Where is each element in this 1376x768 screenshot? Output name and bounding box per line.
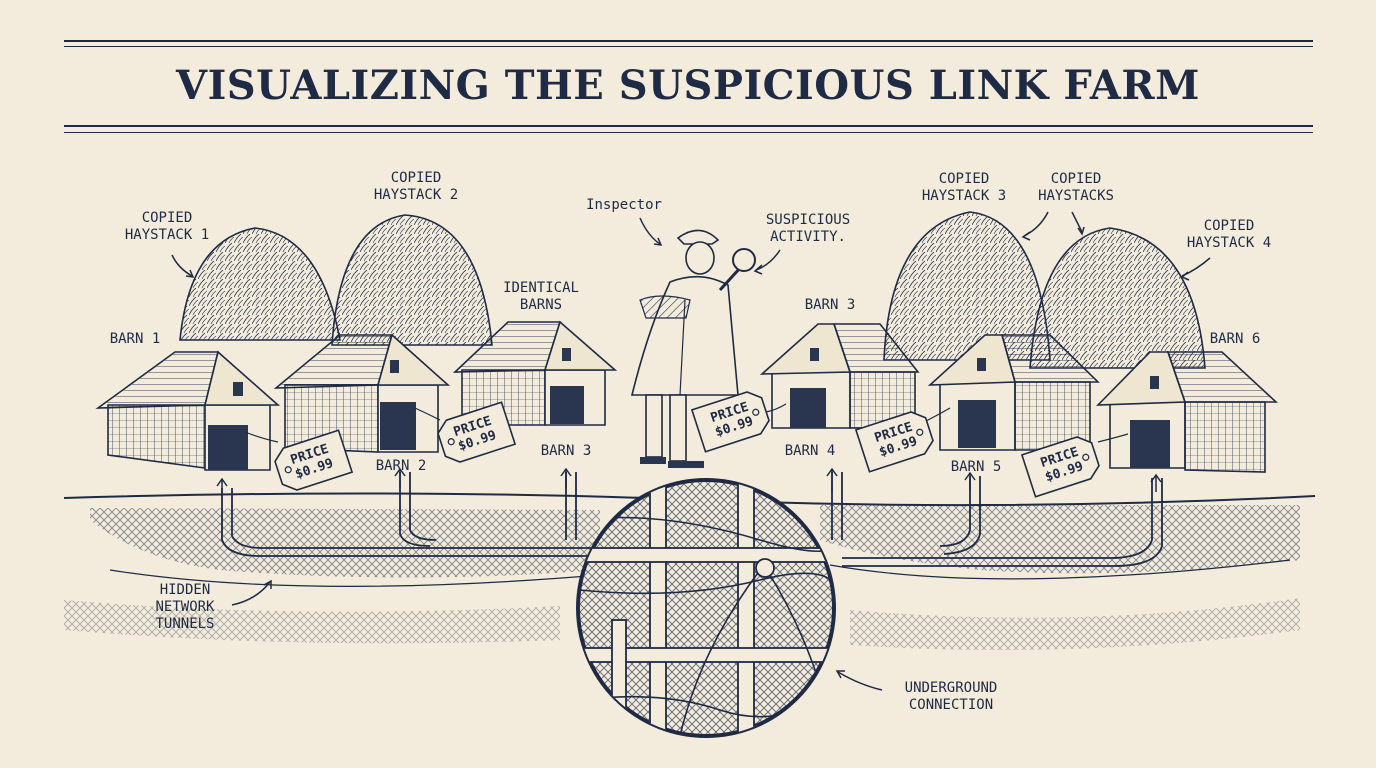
haystack-1 [180,228,340,340]
label-barn-3-bottom: BARN 3 [528,443,604,460]
soil-left [64,600,560,643]
label-barn-4: BARN 4 [772,443,848,460]
top-rule-1 [64,40,1313,42]
soil-right [850,598,1300,650]
label-barn-2: BARN 2 [363,458,439,475]
bottom-rule-2 [64,132,1313,133]
underground-magnifier [578,480,843,736]
page-title: VISUALIZING THE SUSPICIOUS LINK FARM [0,62,1376,109]
barn-1 [98,352,278,470]
bottom-rule-1 [64,125,1313,127]
label-barn-6: BARN 6 [1200,331,1270,348]
barn-6 [1098,352,1276,472]
top-rule-2 [64,46,1313,47]
barn-2 [276,335,448,452]
label-barn-1: BARN 1 [100,331,170,348]
label-barn-3-top: BARN 3 [790,297,870,314]
haystack-2 [332,215,492,345]
label-inspector: Inspector [574,197,674,214]
label-barn-5: BARN 5 [938,459,1014,476]
